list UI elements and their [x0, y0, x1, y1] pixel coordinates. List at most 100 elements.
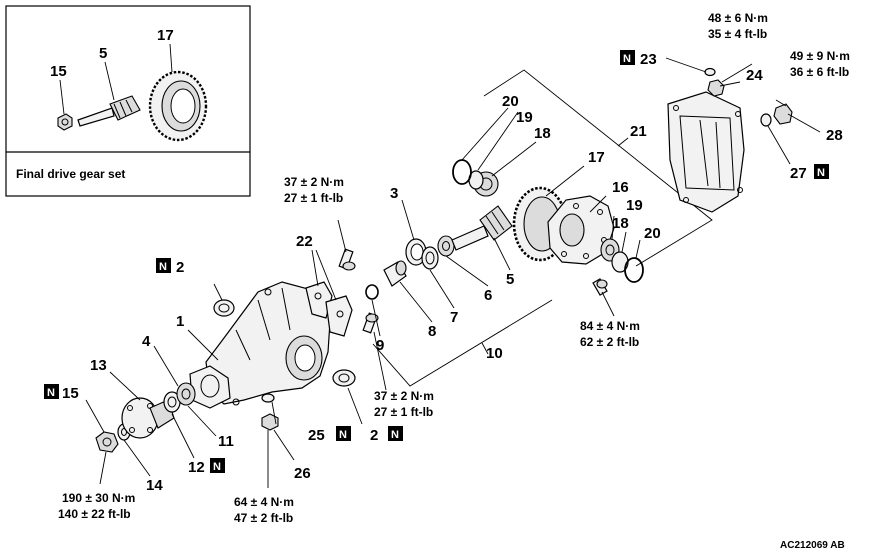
new-part-marker-2-upper: N — [156, 258, 171, 273]
inset-ring-gear-17 — [148, 70, 208, 142]
torque-lower-bolt-nm: 37 ± 2 N·m — [374, 389, 434, 403]
torque-26-nm: 64 ± 4 N·m — [234, 495, 294, 509]
callout-27: 27 — [790, 165, 807, 182]
callout-28: 28 — [826, 127, 843, 144]
callout-26: 26 — [294, 465, 311, 482]
callout-8: 8 — [428, 323, 436, 340]
bearing-outer-race-7 — [421, 246, 439, 270]
callout-3: 3 — [390, 185, 398, 202]
differential-case-16 — [547, 195, 615, 265]
case-bolt-84nm — [592, 278, 608, 296]
callout-1: 1 — [176, 313, 184, 330]
svg-text:N: N — [213, 461, 221, 473]
torque-case-bolt-nm: 84 ± 4 N·m — [580, 319, 640, 333]
callout-25: 25 — [308, 427, 325, 444]
torque-28-ft: 36 ± 6 ft-lb — [790, 65, 849, 79]
callout-13: 13 — [90, 357, 107, 374]
new-part-marker-23: N — [620, 50, 635, 65]
callout-19-right: 19 — [626, 197, 643, 214]
torque-15-nm: 190 ± 30 N·m — [62, 491, 135, 505]
torque-upper-bolt-nm: 37 ± 2 N·m — [284, 175, 344, 189]
rear-bearing-6 — [437, 235, 455, 257]
plug-26 — [261, 413, 279, 431]
callout-20-right: 20 — [644, 225, 661, 242]
front-bearing-11 — [176, 382, 196, 406]
callout-numbers: 1 2 2 3 4 5 6 7 8 9 10 11 12 13 14 15 16… — [62, 51, 843, 494]
inset-nut-15 — [57, 113, 73, 131]
torque-23-ft: 35 ± 4 ft-lb — [708, 27, 767, 41]
callout-2-lower: 2 — [370, 427, 378, 444]
new-part-marker-2-lower: N — [388, 426, 403, 441]
new-part-markers: N N N N N N N — [44, 50, 829, 473]
inset-final-drive-gear-set: Final drive gear set 15 5 17 — [5, 5, 251, 197]
svg-text:N: N — [391, 429, 399, 441]
callout-11: 11 — [218, 433, 234, 450]
new-part-marker-12: N — [210, 458, 225, 473]
filler-plug-24 — [707, 79, 725, 97]
callout-12: 12 — [188, 459, 205, 476]
torque-23-nm: 48 ± 6 N·m — [708, 11, 768, 25]
bolt-upper-37nm — [338, 248, 356, 271]
svg-text:N: N — [817, 167, 825, 179]
callout-4: 4 — [142, 333, 151, 350]
inset-caption: Final drive gear set — [16, 167, 125, 181]
leader-lines — [85, 57, 821, 488]
new-part-marker-25: N — [336, 426, 351, 441]
callout-18-right: 18 — [612, 215, 629, 232]
callout-14: 14 — [146, 477, 163, 494]
callout-23: 23 — [640, 51, 657, 68]
differential-carrier — [189, 281, 331, 409]
gasket-23 — [704, 67, 716, 77]
svg-text:N: N — [159, 261, 167, 273]
torque-lower-bolt-ft: 27 ± 1 ft-lb — [374, 405, 433, 419]
inset-label-17: 17 — [157, 27, 174, 44]
torque-case-bolt-ft: 62 ± 2 ft-lb — [580, 335, 639, 349]
shim-20-left — [452, 159, 472, 185]
inset-drive-pinion-5 — [77, 95, 141, 127]
callout-22: 22 — [296, 233, 313, 250]
callout-15: 15 — [62, 385, 79, 402]
callout-18-left: 18 — [534, 125, 551, 142]
lock-nut-15 — [95, 431, 119, 453]
drain-plug-28 — [773, 103, 793, 125]
svg-text:N: N — [623, 53, 631, 65]
torque-15-ft: 140 ± 22 ft-lb — [58, 507, 131, 521]
torque-specs: 48 ± 6 N·m 35 ± 4 ft-lb 49 ± 9 N·m 36 ± … — [58, 11, 850, 525]
callout-21: 21 — [630, 123, 647, 140]
gasket-25 — [261, 393, 275, 403]
shim-20-right — [624, 257, 644, 283]
snap-ring-9 — [365, 284, 379, 300]
callout-10: 10 — [486, 345, 503, 362]
torque-26-ft: 47 ± 2 ft-lb — [234, 511, 293, 525]
assembly-bracket-10 — [372, 299, 553, 387]
torque-upper-bolt-ft: 27 ± 1 ft-lb — [284, 191, 343, 205]
inset-label-15: 15 — [50, 63, 67, 80]
svg-text:N: N — [47, 387, 55, 399]
callout-16: 16 — [612, 179, 629, 196]
side-oil-seal-2-upper — [213, 299, 235, 317]
figure-code: AC212069 AB — [780, 540, 845, 551]
inset-label-5: 5 — [99, 45, 107, 62]
assembly-bracket-21 — [483, 69, 713, 267]
svg-text:N: N — [339, 429, 347, 441]
callout-9: 9 — [376, 337, 384, 354]
side-oil-seal-2-lower — [332, 369, 356, 387]
callout-20-left: 20 — [502, 93, 519, 110]
callout-2-upper: 2 — [176, 259, 184, 276]
callout-7: 7 — [450, 309, 458, 326]
gasket-27 — [760, 113, 772, 127]
spacer-8 — [383, 260, 407, 287]
callout-17: 17 — [588, 149, 605, 166]
bolt-lower-37nm — [362, 312, 379, 334]
callout-6: 6 — [484, 287, 492, 304]
callout-24: 24 — [746, 67, 763, 84]
callout-19-left: 19 — [516, 109, 533, 126]
callout-5: 5 — [506, 271, 514, 288]
drive-pinion-5 — [451, 205, 513, 251]
new-part-marker-15: N — [44, 384, 59, 399]
mount-bracket-22-lower — [325, 295, 353, 337]
torque-28-nm: 49 ± 9 N·m — [790, 49, 850, 63]
differential-cover-24 — [667, 91, 745, 213]
